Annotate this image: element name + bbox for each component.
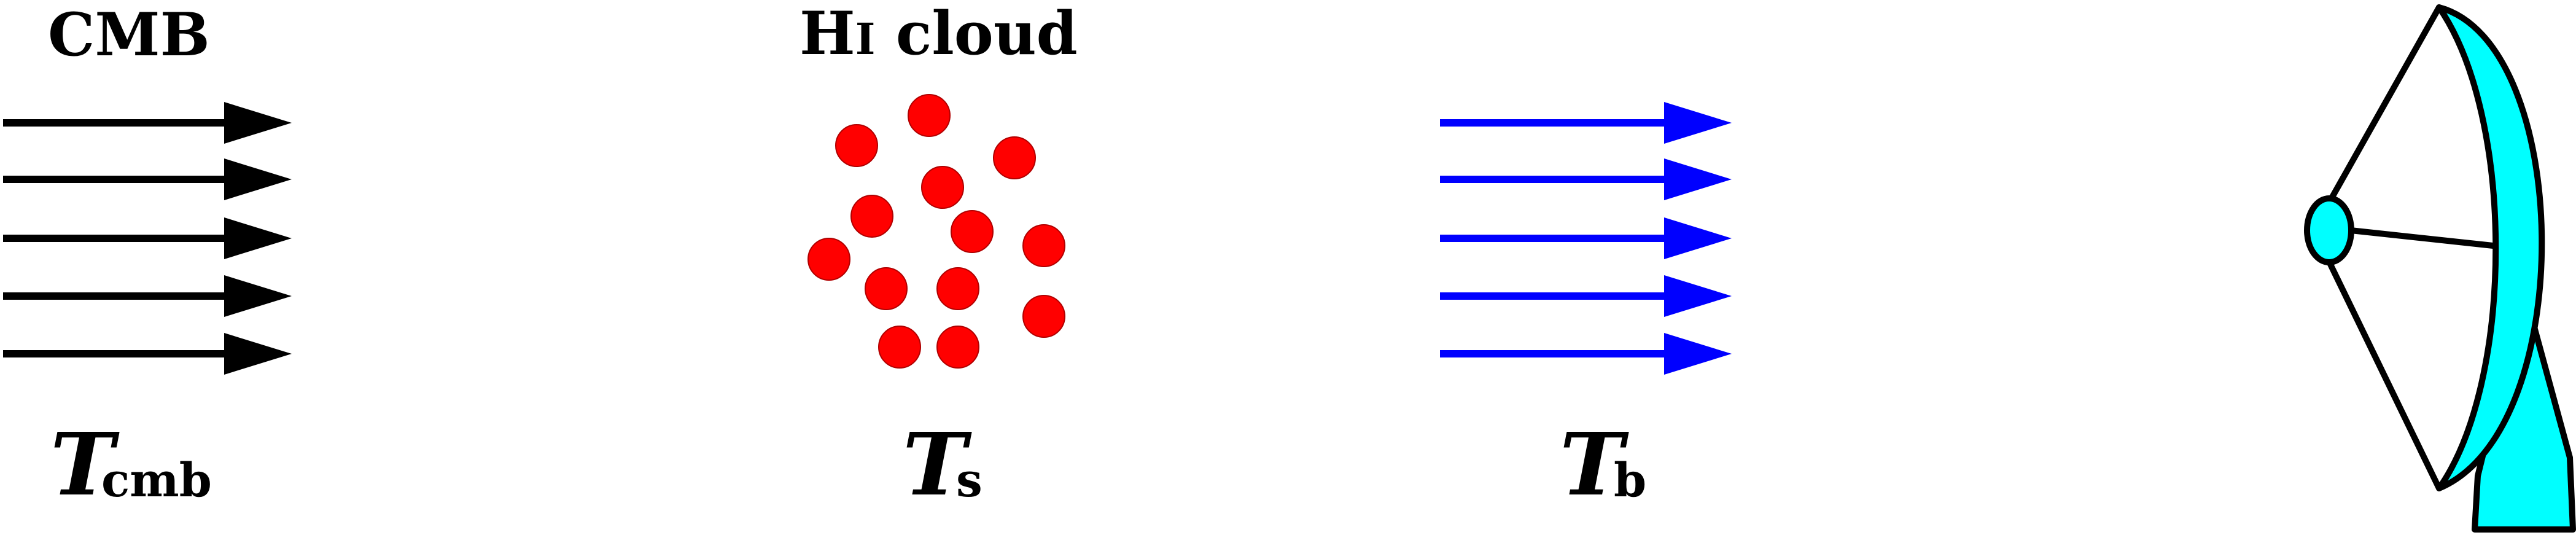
cmb-arrow-head (224, 158, 292, 200)
cmb-arrow-head (224, 275, 292, 317)
brightness-arrow-head (1664, 333, 1732, 375)
telescope-strut-middle (2348, 227, 2496, 249)
cloud-particle (807, 238, 850, 281)
cloud-particle (993, 136, 1036, 179)
brightness-arrow-head (1664, 217, 1732, 259)
t-b-subscript: b (1614, 453, 1646, 507)
telescope-dish (2436, 4, 2545, 491)
hi-cloud-particles (807, 94, 1065, 369)
t-b-label: T b (1560, 415, 1646, 515)
cloud-particle (850, 195, 893, 238)
cloud-particle (921, 166, 964, 209)
cloud-particle (878, 326, 921, 369)
cmb-arrow-head (224, 102, 292, 144)
cloud-particle (1022, 295, 1065, 338)
cloud-particle (936, 267, 979, 310)
cloud-particle (865, 267, 908, 310)
cmb-title: CMB (48, 0, 210, 69)
cloud-particle (835, 124, 878, 167)
hi-cloud-title-roman-one: I (855, 14, 876, 64)
hi-cloud-title-rest: cloud (875, 0, 1077, 68)
hi-cloud-title-h: H (800, 0, 855, 68)
radio-telescope-icon (2304, 4, 2576, 533)
cloud-particle (936, 326, 979, 369)
hi-cloud-title: HI cloud (800, 0, 1078, 68)
telescope-receiver (2304, 195, 2354, 265)
cmb-arrow-head (224, 217, 292, 259)
t-cmb-subscript: cmb (101, 453, 212, 507)
brightness-arrow-head (1664, 275, 1732, 317)
t-s-symbol: T (903, 415, 972, 515)
brightness-arrow-head (1664, 158, 1732, 200)
cloud-particle (1022, 224, 1065, 267)
cloud-particle (908, 94, 951, 137)
t-cmb-symbol: T (50, 415, 120, 515)
telescope-strut-top (2324, 4, 2442, 209)
cmb-arrow-head (224, 333, 292, 375)
brightness-arrows (1440, 102, 1732, 375)
cloud-particle (951, 210, 994, 253)
t-s-subscript: s (956, 453, 983, 507)
t-cmb-label: T cmb (50, 415, 212, 515)
brightness-arrow-head (1664, 102, 1732, 144)
t-b-symbol: T (1560, 415, 1629, 515)
cmb-arrows (3, 102, 292, 375)
telescope-strut-bottom (2324, 255, 2442, 491)
t-s-label: T s (903, 415, 983, 515)
